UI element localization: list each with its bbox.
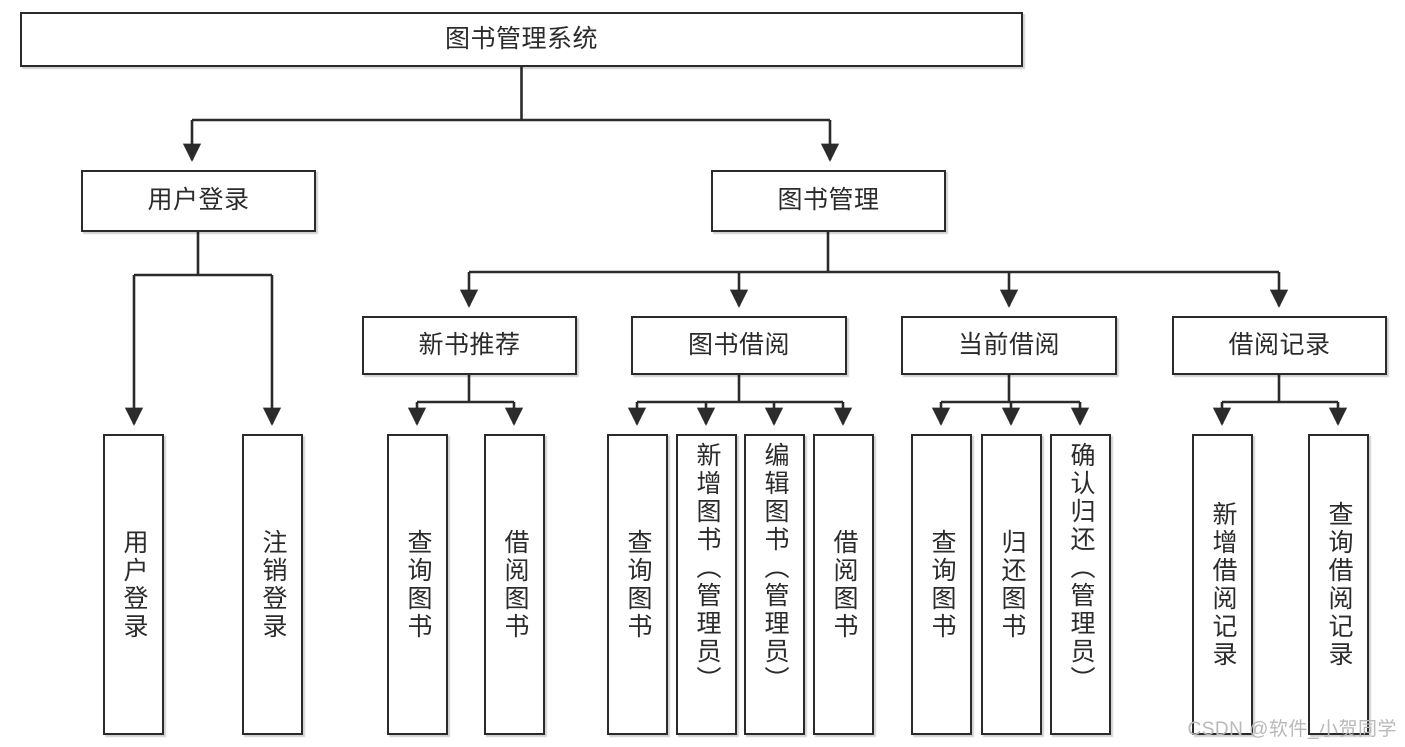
node-leaf-user-login[interactable]: 用户登录: [103, 434, 164, 735]
node-leaf-add-book-label: 新增图书（管理员）: [693, 442, 721, 694]
node-new-book-rec-label: 新书推荐: [418, 330, 521, 359]
node-leaf-borrow-book-1-label: 借阅图书: [501, 528, 529, 641]
node-leaf-add-book[interactable]: 新增图书（管理员）: [676, 434, 737, 735]
node-leaf-confirm-return[interactable]: 确认归还（管理员）: [1050, 434, 1111, 735]
node-borrow-record-label: 借阅记录: [1228, 330, 1331, 359]
node-book-borrow[interactable]: 图书借阅: [631, 316, 847, 375]
node-leaf-add-record-label: 新增借阅记录: [1209, 500, 1237, 669]
node-leaf-edit-book[interactable]: 编辑图书（管理员）: [744, 434, 805, 735]
node-book-borrow-label: 图书借阅: [687, 330, 790, 359]
node-leaf-return-book[interactable]: 归还图书: [981, 434, 1042, 735]
node-book-manage[interactable]: 图书管理: [711, 170, 946, 232]
node-leaf-borrow-book-2[interactable]: 借阅图书: [813, 434, 874, 735]
node-leaf-query-book-1[interactable]: 查询图书: [387, 434, 448, 735]
node-user-login[interactable]: 用户登录: [81, 170, 316, 232]
node-leaf-query-book-2-label: 查询图书: [624, 528, 652, 641]
node-user-login-label: 用户登录: [147, 186, 250, 215]
node-leaf-borrow-book-1[interactable]: 借阅图书: [484, 434, 545, 735]
node-current-borrow-label: 当前借阅: [957, 330, 1060, 359]
node-leaf-return-book-label: 归还图书: [998, 528, 1026, 641]
node-root-label: 图书管理系统: [444, 24, 598, 53]
node-leaf-user-login-label: 用户登录: [120, 528, 148, 641]
node-root[interactable]: 图书管理系统: [20, 12, 1023, 67]
node-leaf-query-record[interactable]: 查询借阅记录: [1308, 434, 1369, 735]
node-leaf-query-book-3-label: 查询图书: [928, 528, 956, 641]
node-new-book-rec[interactable]: 新书推荐: [362, 316, 577, 375]
node-leaf-confirm-return-label: 确认归还（管理员）: [1067, 442, 1095, 694]
node-leaf-query-book-2[interactable]: 查询图书: [607, 434, 668, 735]
node-leaf-user-logout-label: 注销登录: [259, 528, 287, 641]
node-leaf-user-logout[interactable]: 注销登录: [242, 434, 303, 735]
node-leaf-borrow-book-2-label: 借阅图书: [830, 528, 858, 641]
node-leaf-query-record-label: 查询借阅记录: [1325, 500, 1353, 669]
node-book-manage-label: 图书管理: [777, 186, 880, 215]
node-current-borrow[interactable]: 当前借阅: [901, 316, 1117, 375]
node-leaf-add-record[interactable]: 新增借阅记录: [1192, 434, 1253, 735]
watermark: CSDN @软件_小贺同学: [1187, 719, 1397, 740]
node-leaf-query-book-3[interactable]: 查询图书: [911, 434, 972, 735]
node-leaf-edit-book-label: 编辑图书（管理员）: [761, 442, 789, 694]
node-leaf-query-book-1-label: 查询图书: [404, 528, 432, 641]
node-borrow-record[interactable]: 借阅记录: [1172, 316, 1387, 375]
